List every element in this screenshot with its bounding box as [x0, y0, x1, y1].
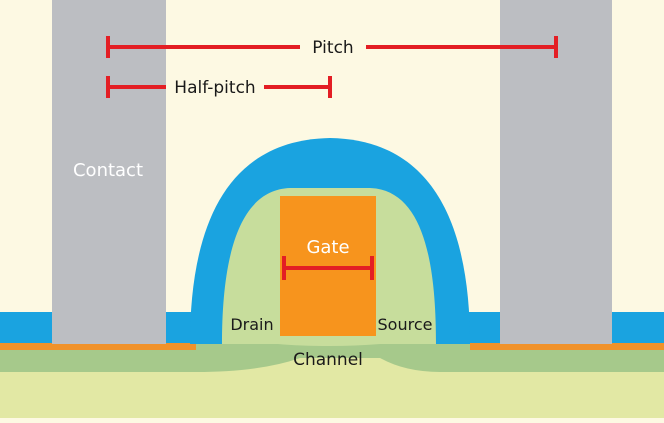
pitch-dimension: [106, 36, 558, 58]
drain-label: Drain: [230, 315, 273, 334]
pitch-label: Pitch: [312, 38, 353, 58]
half-pitch-label: Half-pitch: [174, 78, 255, 98]
half-pitch-dimension: [106, 76, 332, 98]
gate-label: Gate: [306, 237, 349, 258]
channel-region: [0, 344, 664, 372]
oxide-line-left: [0, 343, 222, 351]
contact-label: Contact: [73, 160, 143, 181]
oxide-line-right: [434, 343, 664, 351]
source-label: Source: [378, 315, 433, 334]
channel-label: Channel: [293, 350, 363, 370]
gate-length-dimension: [282, 256, 374, 280]
